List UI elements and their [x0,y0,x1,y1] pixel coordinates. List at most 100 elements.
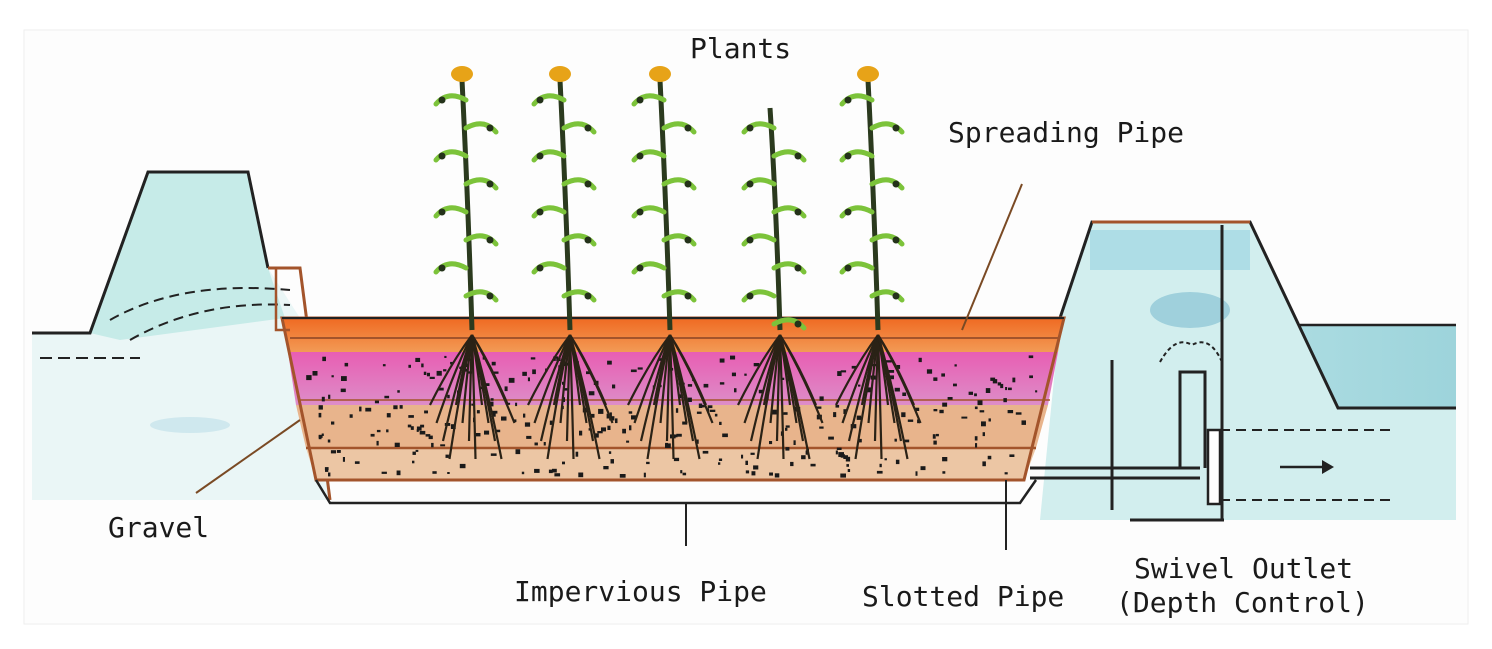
gravel-speck [543,442,546,446]
gravel-speck [327,439,331,443]
gravel-speck [562,461,565,465]
gravel-speck [833,412,837,418]
plant-leaf [631,205,667,219]
plant-root [778,334,811,460]
gravel-speck [554,473,561,477]
gravel-speck [750,452,755,455]
gravel-speck [626,440,630,443]
plant-leaf [631,261,667,275]
plant-root [568,334,575,460]
gravel-speck [856,415,861,420]
gravel-speck [328,394,331,399]
gravel-speck [1028,355,1034,359]
gravel-speck [920,466,926,471]
gravel-speck [588,428,591,431]
gravel-speck [918,357,922,363]
plant-root [527,334,571,406]
gravel-speck [612,384,616,389]
gravel-speck [917,419,921,424]
gravel-speck [790,461,794,467]
gravel-speck [676,433,682,437]
gravel-speck [447,472,450,474]
plant-leaf [771,149,807,163]
gravel-speck [447,394,450,399]
gravel-speck [718,462,721,465]
gravel-speck [428,435,433,440]
gravel-speck [703,383,709,388]
gravel-speck [376,440,379,446]
gravel-speck [680,470,683,474]
gravel-speck [331,421,335,425]
plant-leaf [463,289,499,303]
gravel-speck [997,382,1002,386]
label-gravel: Gravel [108,511,209,544]
gravel-speck [858,384,861,387]
gravel-speck [476,410,480,414]
gravel-speck [933,409,938,412]
gravel-speck [586,371,592,375]
gravel-speck [324,467,329,470]
plant-leaf [839,205,875,219]
gravel-speck [879,463,882,468]
plant-leaf [531,93,567,107]
gravel-speck [432,471,437,474]
gravel-speck [376,429,381,433]
gravel-speck [354,461,360,464]
gravel-speck [785,427,788,431]
gravel-speck [953,383,957,387]
gravel-speck [523,413,526,418]
gravel-speck [974,406,978,410]
gravel-speck [894,438,897,442]
plant-root [669,334,714,424]
gravel-speck [982,461,986,467]
gravel-speck [508,377,515,383]
leaf-node [892,292,900,300]
gravel-speck [816,406,822,409]
gravel-speck [933,377,938,381]
gravel-speck [719,382,725,385]
gravel-speck [637,367,643,370]
right-embankment [1040,220,1456,520]
leaf-node [536,152,544,160]
plant-leaf [433,149,469,163]
leaf-node [486,180,494,188]
gravel-speck [846,464,849,467]
gravel-speck [903,439,910,443]
gravel-speck [942,402,948,407]
gravel-speck [575,451,579,457]
gravel-speck [630,369,637,373]
gravel-speck [490,398,494,401]
gravel-speck [459,463,466,469]
gravel-speck [884,458,887,461]
plant-leaf [839,261,875,275]
gravel-speck [424,410,428,414]
plant-root [627,334,671,406]
plant-root [778,334,785,460]
gravel-speck [687,384,693,387]
plant-leaf [741,289,777,303]
leaf-node [844,96,852,104]
gravel-speck [1015,412,1022,415]
gravel-speck [493,371,499,374]
gravel-speck [646,461,650,465]
leaf-node [486,292,494,300]
gravel-speck [474,433,481,437]
gravel-speck [628,411,633,414]
plant [527,66,614,460]
gravel-speck [610,459,614,464]
plant-leaf [839,149,875,163]
gravel-speck [981,421,986,427]
gravel-speck [588,391,595,396]
swivel-outlet-pipe [1030,225,1224,522]
plant-root [737,334,781,406]
plant-leaf [741,177,777,191]
gravel-speck [698,403,703,408]
gravel-speck [445,454,449,458]
gravel-speck [515,402,518,407]
gravel-speck [1009,454,1015,457]
gravel-speck [819,396,824,401]
gravel-speck [359,406,362,412]
plant-leaf [869,177,905,191]
gravel-speck [593,433,599,438]
